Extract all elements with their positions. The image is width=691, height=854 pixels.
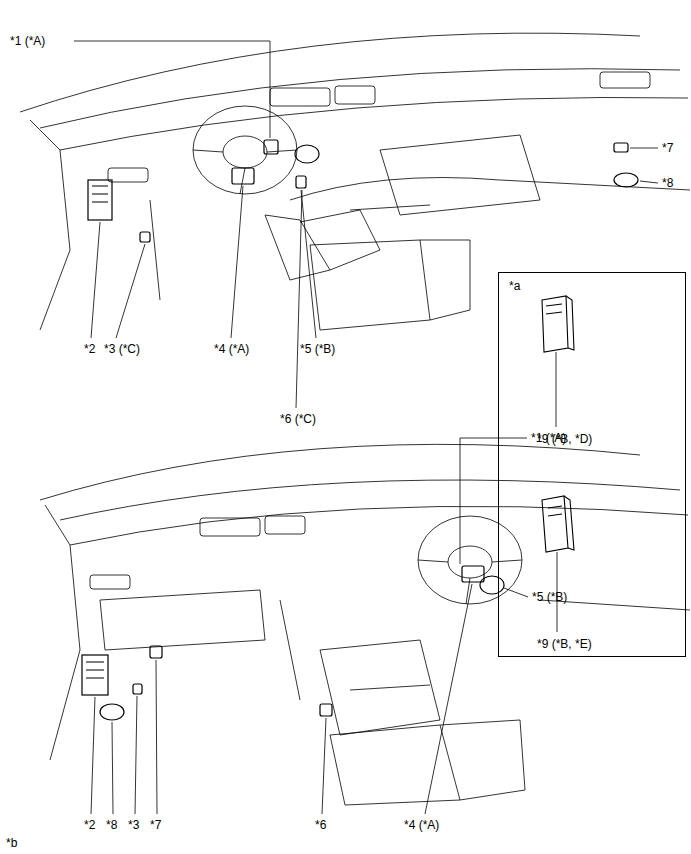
callout-number: *7 bbox=[150, 818, 161, 832]
callout-number: *5 (*B) bbox=[532, 590, 567, 604]
callout-number: *2 bbox=[84, 818, 95, 832]
callout-number: *9 (*B, *E) bbox=[537, 637, 592, 651]
callout-number: *4 (*A) bbox=[214, 342, 249, 356]
callout-number: *b bbox=[6, 836, 17, 850]
callout-number: *3 (*C) bbox=[104, 342, 140, 356]
inset-label: *a bbox=[509, 279, 520, 293]
inset-frame: *a *9 (*B, *D) *9 (*B, *E) bbox=[498, 272, 686, 657]
callout-number: *6 (*C) bbox=[280, 412, 316, 426]
callout-number: *9 (*B, *D) bbox=[537, 432, 592, 446]
callout-number: *8 bbox=[106, 818, 117, 832]
callout-number: *6 bbox=[315, 818, 326, 832]
callout-number: *5 (*B) bbox=[300, 342, 335, 356]
callout-number: *8 bbox=[662, 176, 673, 190]
callout-number: *7 bbox=[662, 141, 673, 155]
callout-number: *2 bbox=[84, 342, 95, 356]
callout-number: *1 (*A) bbox=[10, 34, 45, 48]
callout-number: *4 (*A) bbox=[404, 818, 439, 832]
callout-number: *3 bbox=[128, 818, 139, 832]
